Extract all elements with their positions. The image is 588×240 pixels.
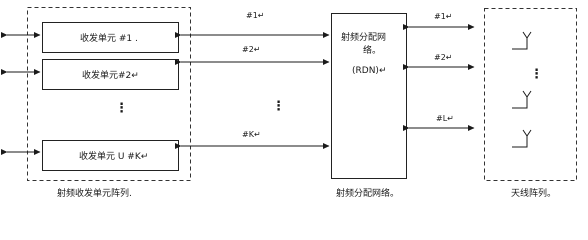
- transceiver-unit-2: 收发单元#2↵: [42, 59, 179, 90]
- rdn-box: [331, 13, 407, 179]
- antenna-ellipsis: ⋮: [530, 67, 543, 82]
- rdn-caption: 射频分配网络。: [336, 187, 399, 199]
- antenna-icon: [512, 90, 532, 109]
- antenna-array-caption: 天线阵列。: [511, 187, 556, 199]
- middle-ellipsis: ⋮: [272, 99, 285, 114]
- antenna-icon: [512, 31, 532, 50]
- antenna-icon: [512, 129, 532, 148]
- rf-architecture-diagram: 收发单元 #1 . 收发单元#2↵ ⋮ 收发单元 U #K↵ #1↵ #2↵ ⋮…: [1, 7, 577, 199]
- rdn-title-line2: 络。: [363, 44, 381, 56]
- channel-label-1: #1↵: [246, 11, 265, 20]
- transceiver-unit-k-label: 收发单元 U #K↵: [79, 150, 148, 162]
- rdn-title-line1: 射频分配网: [341, 31, 386, 43]
- antenna-channel-label-2: #2↵: [434, 53, 453, 62]
- rdn-title-line3: (RDN)↵: [352, 66, 386, 76]
- channel-label-k: #K↵: [242, 130, 261, 139]
- transceiver-unit-1-label: 收发单元 #1 .: [80, 32, 138, 44]
- transceiver-ellipsis: ⋮: [115, 101, 128, 116]
- transceiver-unit-1: 收发单元 #1 .: [42, 22, 179, 53]
- transceiver-array-caption: 射频收发单元阵列.: [57, 187, 132, 199]
- antenna-channel-label-l: #L↵: [436, 114, 454, 123]
- transceiver-unit-k: 收发单元 U #K↵: [42, 140, 179, 171]
- antenna-channel-label-1: #1↵: [434, 12, 453, 21]
- channel-label-2: #2↵: [242, 45, 261, 54]
- antenna-array-frame: [484, 8, 577, 181]
- transceiver-unit-2-label: 收发单元#2↵: [82, 69, 139, 81]
